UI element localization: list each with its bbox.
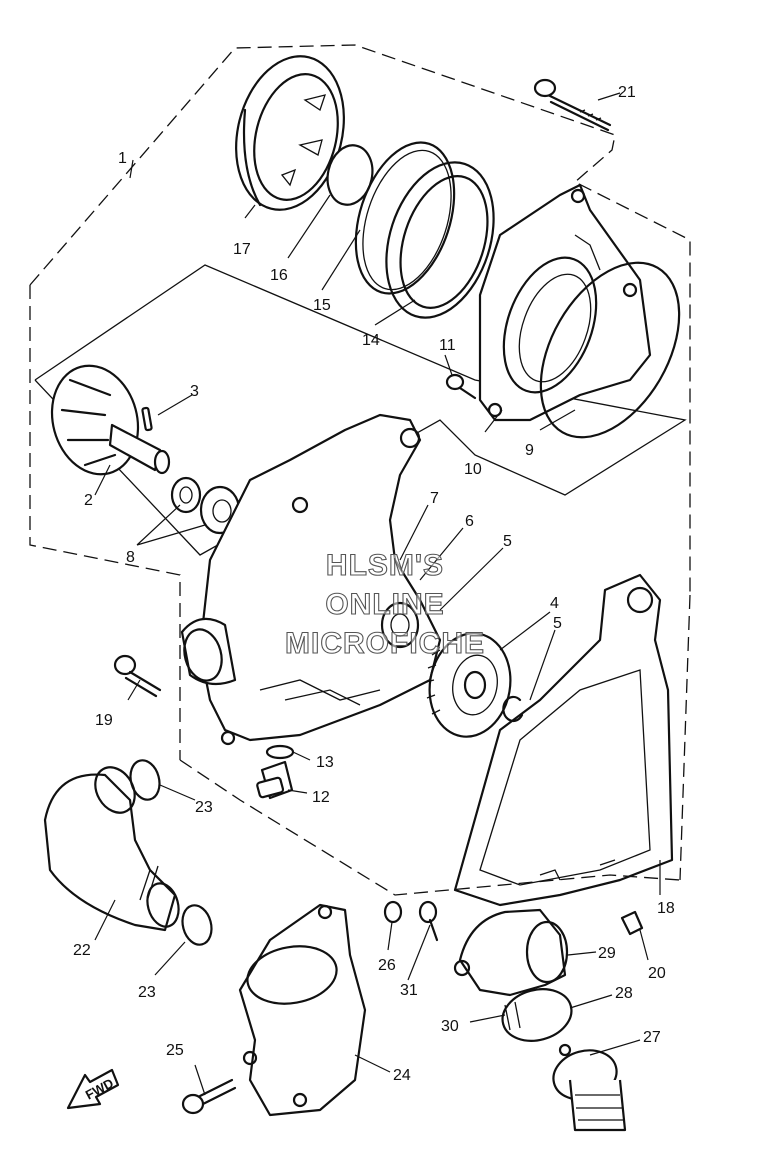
part-2-impeller: [50, 364, 171, 476]
part-27-thermostat: [552, 1043, 627, 1132]
callout-2: 2: [84, 492, 93, 509]
part-10-cover: [478, 183, 652, 422]
callout-24: 24: [393, 1067, 411, 1084]
assembly-outline-1: [29, 44, 691, 896]
callout-6: 6: [465, 513, 474, 530]
callout-12: 12: [312, 789, 330, 806]
part-30-gasket: [504, 1001, 521, 1031]
callout-5: 5: [503, 533, 512, 550]
part-15-ring: [354, 141, 456, 295]
callout-20: 20: [648, 965, 666, 982]
callout-23: 23: [195, 799, 213, 816]
part-31-bolt: [418, 900, 439, 942]
watermark: HLSM'S ONLINE MICROFICHE: [284, 548, 485, 660]
callout-7: 7: [430, 490, 439, 507]
part-24-housing: [238, 903, 367, 1117]
callout-26: 26: [378, 957, 396, 974]
part-20-plug: [620, 910, 644, 936]
callout-11: 11: [439, 337, 456, 354]
callout-3: 3: [190, 383, 199, 400]
part-5-circlip: [502, 695, 524, 722]
callout-1: 1: [118, 150, 127, 167]
callout-15: 15: [313, 297, 331, 314]
callout-9: 9: [525, 442, 534, 459]
part-12-bolt: [256, 760, 294, 800]
part-17-seal: [235, 55, 345, 211]
callout-18: 18: [657, 900, 675, 917]
part-4-gear: [425, 632, 512, 738]
watermark-line-3: MICROFICHE: [285, 627, 485, 660]
part-16-disc: [326, 144, 374, 206]
callout-29: 29: [598, 945, 616, 962]
callout-28: 28: [615, 985, 633, 1002]
callout-10: 10: [464, 461, 482, 478]
callout-13: 13: [316, 754, 334, 771]
part-29-outlet: [453, 908, 569, 997]
part-22-pipe: [43, 766, 180, 932]
callout-19: 19: [95, 712, 113, 729]
part-19-bolt: [113, 654, 162, 698]
watermark-line-2: ONLINE: [325, 588, 444, 621]
callout-17: 17: [233, 241, 251, 258]
part-26-plug: [383, 900, 403, 924]
callout-8: 8: [126, 549, 135, 566]
part-28-seal: [501, 988, 573, 1042]
part-18-gasket: [453, 573, 674, 907]
callout-27: 27: [643, 1029, 661, 1046]
part-14-ring: [385, 161, 495, 319]
part-11-screw: [445, 373, 477, 400]
callout-4: 4: [550, 595, 559, 612]
callout-14: 14: [362, 332, 380, 349]
part-21-bolt: [533, 78, 612, 132]
part-3-pin: [141, 406, 153, 432]
fwd-direction-arrow: FWD: [66, 1068, 120, 1110]
part-25-bolt: [181, 1078, 237, 1115]
leader-lines: [94, 92, 661, 1096]
callout-25: 25: [166, 1042, 184, 1059]
part-13-oring: [265, 744, 295, 760]
part-9-oring: [539, 261, 681, 439]
callout-30: 30: [441, 1018, 459, 1035]
callout-21: 21: [618, 84, 636, 101]
watermark-line-1: HLSM'S: [326, 549, 444, 582]
callout-31: 31: [400, 982, 418, 999]
callout-numbers: 1 2 3 4 5 5 6 7 8 9 10 11 12 13 14 15 16…: [73, 84, 675, 1084]
callout-23b: 23: [138, 984, 156, 1001]
pump-housing: [180, 413, 442, 746]
callout-16: 16: [270, 267, 288, 284]
callout-22: 22: [73, 942, 91, 959]
callout-5b: 5: [553, 615, 562, 632]
